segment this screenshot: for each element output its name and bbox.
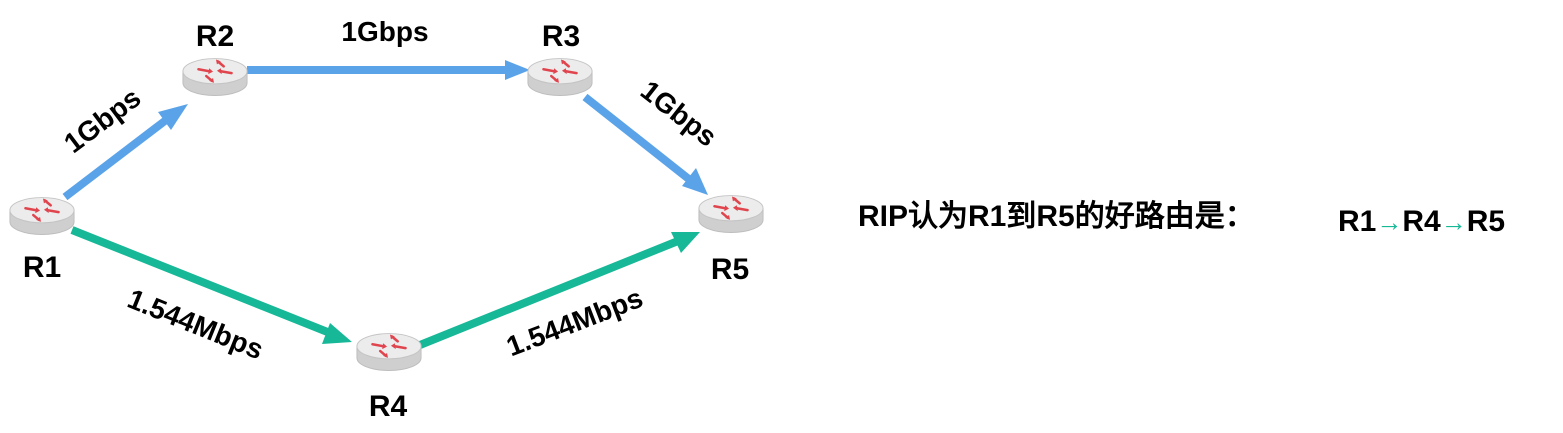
route-node: R5 (1467, 205, 1505, 238)
router-label-r3: R3 (542, 20, 580, 53)
link-label-r4-r5: 1.544Mbps (502, 282, 647, 362)
router-label-r5: R5 (711, 253, 749, 286)
link-r4-r5 (418, 232, 700, 349)
caption-text: RIP认为R1到R5的好路由是： (858, 200, 1255, 233)
link-label-r2-r3: 1Gbps (341, 16, 428, 47)
best-route-path: R1→R4→R5 (1338, 205, 1505, 238)
link-r2-r3 (247, 60, 530, 80)
router-icon[interactable] (526, 57, 594, 97)
router-icon[interactable] (355, 332, 423, 372)
link-r1-r4 (70, 226, 352, 344)
router-label-r2: R2 (196, 20, 234, 53)
router-icon[interactable] (181, 57, 249, 97)
route-arrow: → (1441, 207, 1467, 237)
route-node: R1 (1338, 205, 1376, 238)
link-r3-r5 (582, 93, 708, 195)
router-label-r4: R4 (369, 390, 408, 423)
router-icon[interactable] (697, 194, 765, 234)
route-arrow: → (1376, 207, 1402, 237)
router-label-r1: R1 (23, 251, 61, 284)
route-node: R4 (1402, 205, 1441, 238)
link-label-r3-r5: 1Gbps (635, 74, 723, 152)
link-r1-r2 (62, 104, 188, 201)
router-icon[interactable] (8, 196, 76, 236)
